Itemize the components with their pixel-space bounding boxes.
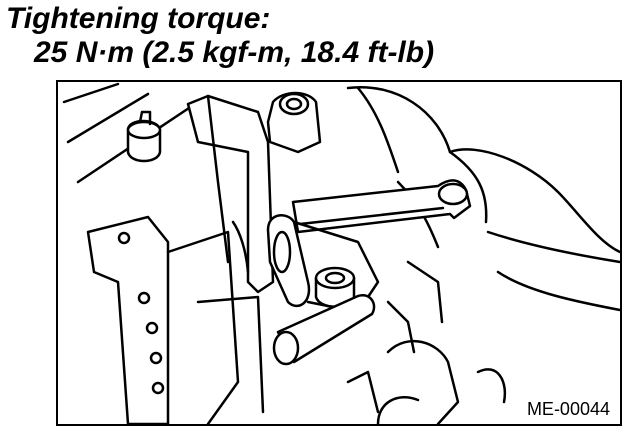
rod: [272, 293, 376, 366]
hand-right: [346, 85, 620, 312]
top-boss: [266, 91, 322, 154]
illustration-frame: ME-00044: [56, 80, 622, 426]
wrench: [291, 179, 472, 234]
knob-left: [126, 110, 162, 163]
torque-spec-value: 25 N·m (2.5 kgf-m, 18.4 ft-lb): [34, 36, 435, 69]
engine-mount-illustration: [62, 82, 620, 424]
left-plate: [86, 215, 265, 424]
torque-title: Tightening torque:: [6, 2, 271, 35]
center-bracket: [186, 94, 275, 294]
figure-code: ME-00044: [524, 399, 612, 420]
lower-components: [346, 260, 507, 424]
